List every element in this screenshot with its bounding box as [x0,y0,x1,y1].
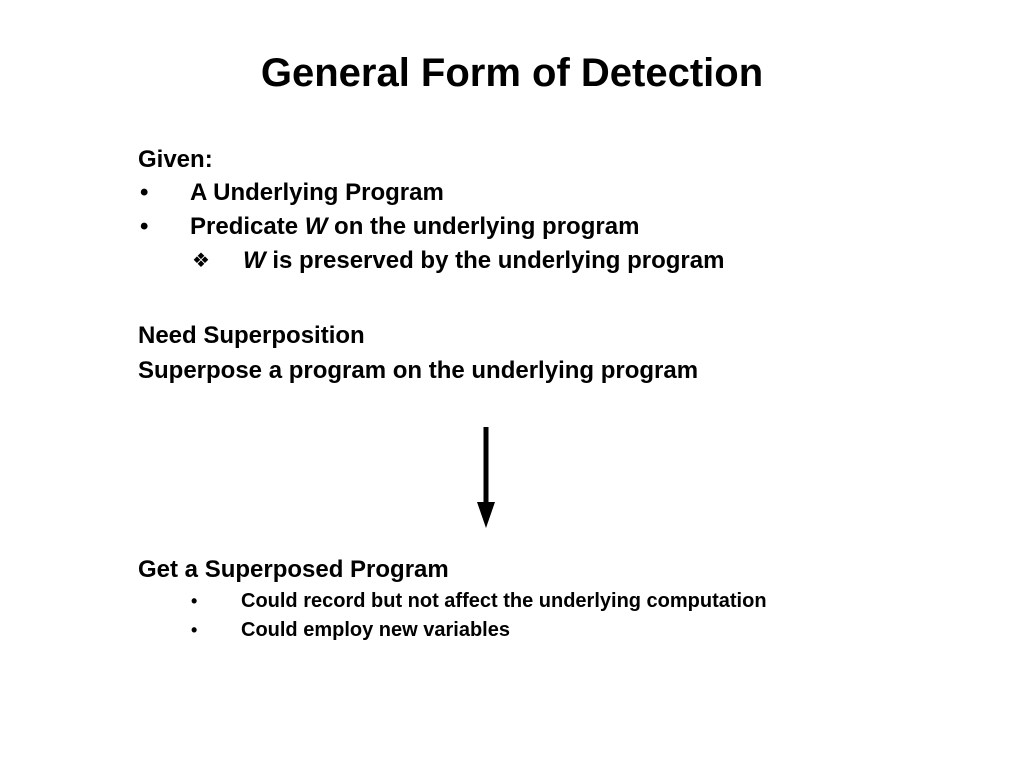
result-item-1: Could record but not affect the underlyi… [241,590,767,612]
given-heading: Given: [138,146,213,173]
sub-item-text: is preserved by the underlying program [265,247,725,274]
result-item-2: Could employ new variables [241,619,510,641]
sub-item-variable: W [243,247,266,274]
given-item-2-suffix: on the underlying program [327,213,640,240]
down-arrow-icon [477,427,495,528]
given-sub-item: W is preserved by the underlying program [243,247,724,275]
diamond-bullet-icon: ❖ [192,250,210,272]
bullet-marker: • [191,591,198,611]
bullet-marker: • [191,620,198,640]
given-item-2-prefix: Predicate [190,213,305,240]
bullet-marker: • [140,213,149,240]
predicate-variable: W [304,213,328,240]
slide-title: General Form of Detection [260,51,764,95]
given-item-1: A Underlying Program [190,179,444,206]
superposition-heading: Need Superposition [138,322,365,349]
result-heading: Get a Superposed Program [138,556,449,583]
superposition-description: Superpose a program on the underlying pr… [138,357,699,384]
bullet-marker: • [140,179,149,206]
given-item-2: Predicate W on the underlying program [190,213,639,241]
